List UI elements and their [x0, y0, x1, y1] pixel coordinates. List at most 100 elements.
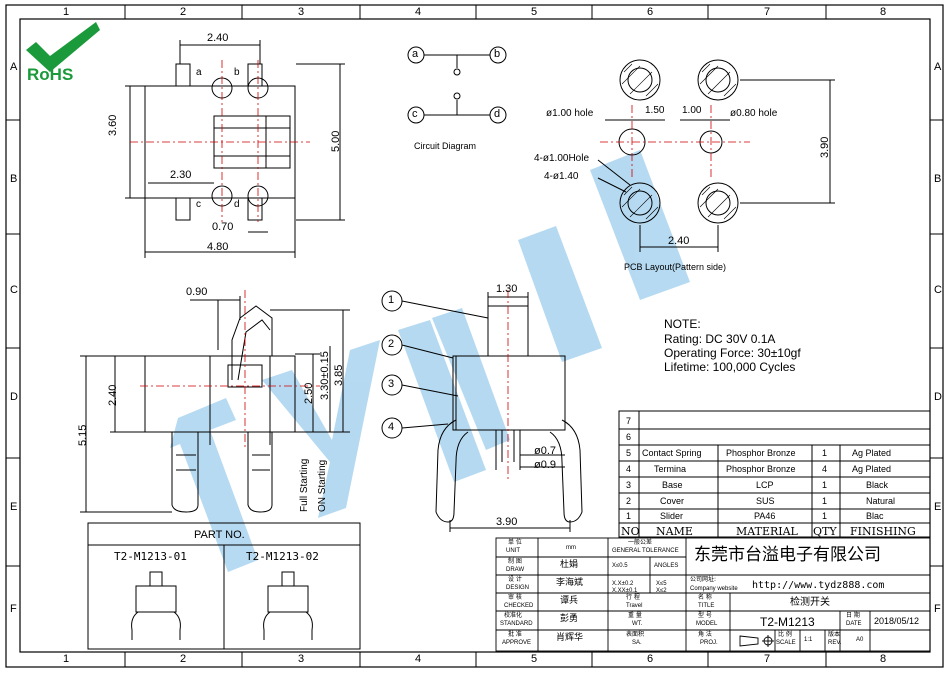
tb-sa-label: 表面积 [626, 631, 645, 638]
tb-rev-label: 版本 [828, 631, 841, 638]
circuit-pin-c: c [412, 108, 418, 120]
row-label-f-right: F [934, 603, 941, 615]
tb-approve-label: 批 准 [508, 631, 522, 638]
tb-ang-label: ANGLES [654, 563, 679, 569]
bom-no-4: 4 [626, 464, 632, 474]
side-dim-250: 2.50 [303, 382, 315, 404]
pcb-dim-100: 1.00 [682, 105, 702, 116]
bom-no-5: 5 [626, 448, 632, 458]
side-view-centerlines [140, 290, 320, 450]
bom-no-6: 6 [626, 432, 632, 442]
bom-finish-2: Natural [866, 496, 896, 506]
tb-standard-label: 校准化 [504, 612, 523, 619]
tb-unit-label: 单 位 [508, 539, 522, 546]
bom-material-1: PA46 [754, 511, 776, 521]
tb-gt-label: 一般公差 [628, 539, 653, 546]
tb-web-en: Company website [690, 586, 738, 592]
bom-qty-4: 4 [822, 464, 828, 474]
tb-design-en: DESIGN [506, 585, 530, 591]
col-label-5-bottom: 5 [531, 653, 538, 665]
col-label-6: 6 [647, 6, 654, 18]
side-dim-385: 3.85 [333, 364, 345, 386]
bom-material-2: SUS [756, 496, 775, 506]
tb-date-en: DATE [846, 621, 862, 627]
bom-finish-3: Black [866, 480, 889, 490]
pin-b-label: b [234, 67, 240, 78]
on-starting-label: ON Starting [317, 459, 328, 512]
dim-top-500: 5.00 [330, 130, 342, 152]
bom-qty-1: 1 [822, 511, 828, 521]
tb-travel-en: Travel [626, 603, 643, 609]
tb-checked-val: 谭兵 [560, 596, 579, 606]
tb-rev-val: A0 [856, 637, 864, 643]
circuit-pin-b: b [494, 48, 501, 60]
bom-name-3: Base [662, 480, 683, 490]
part-no-02: T2-M1213-02 [246, 550, 319, 563]
bom-name-4: Termina [654, 464, 687, 474]
full-starting-label: Full Starting [299, 458, 310, 512]
bom-name-5: Contact Spring [642, 448, 702, 458]
tb-standard-val: 彭勇 [560, 614, 579, 624]
tb-standard-en: STANDARD [500, 621, 533, 627]
tb-tol1: X≤0.5 [612, 563, 628, 569]
dim-top-070: 0.70 [212, 221, 234, 233]
col-label-2: 2 [180, 6, 187, 18]
bom-header-name: NAME [656, 525, 693, 538]
tb-unit-val: mm [566, 545, 576, 551]
dim-top-360: 3.60 [107, 114, 119, 136]
tb-web: http://www.tydz888.com [752, 580, 885, 591]
tb-approve-val: 肖辉华 [556, 633, 584, 643]
pcb-dim-390: 3.90 [819, 136, 831, 158]
rohs-logo-text: RoHS [27, 65, 74, 84]
rohs-check-icon [26, 22, 100, 72]
bom-name-2: Cover [660, 496, 685, 506]
bom-finish-4: Ag Plated [852, 464, 892, 474]
front-dim-09: ø0.9 [534, 459, 557, 471]
tb-travel-label: 行 程 [626, 594, 640, 601]
col-label-4: 4 [415, 6, 422, 18]
pcb-dim-150: 1.50 [645, 105, 665, 116]
bom-qty-2: 1 [822, 496, 828, 506]
tb-title-en: TITLE [698, 603, 715, 609]
tb-title-val: 检测开关 [790, 597, 830, 608]
tb-rev-en: REV. [828, 640, 842, 646]
bom-no-7: 7 [626, 416, 632, 426]
pin-c-label: c [196, 199, 201, 210]
front-dim-390: 3.90 [496, 516, 518, 528]
tb-web-label: 公司网址: [690, 576, 717, 583]
pcb-4dia-label: 4-ø1.40 [544, 171, 579, 182]
tb-proj-en: PROJ. [700, 640, 718, 646]
col-label-3: 3 [298, 6, 305, 18]
dim-top-240: 2.40 [207, 32, 229, 44]
bom-qty-3: 1 [822, 480, 828, 490]
top-view-centerlines [130, 60, 310, 222]
bom-no-2: 2 [626, 496, 632, 506]
pcb-layout [597, 59, 835, 252]
bom-finish-1: Blac [866, 511, 884, 521]
tb-draw-en: DRAW [506, 567, 525, 573]
note-force: Operating Force: 30±10gf [664, 346, 801, 360]
bom-material-3: LCP [756, 480, 774, 490]
row-label-d: D [10, 391, 18, 403]
circuit-pin-a: a [412, 48, 419, 60]
row-label-f: F [10, 603, 17, 615]
col-label-3-bottom: 3 [298, 653, 305, 665]
tb-scale-label: 比 例 [778, 631, 792, 638]
col-label-1-bottom: 1 [63, 653, 70, 665]
row-label-e: E [10, 501, 18, 513]
row-label-a: A [10, 61, 18, 73]
bom-header-material: MATERIAL [736, 525, 798, 538]
tb-ang2: X≤2 [656, 588, 667, 594]
pin-a-label: a [196, 67, 202, 78]
pcb-dim-240: 2.40 [668, 235, 690, 247]
row-label-c: C [10, 284, 18, 296]
circuit-diagram [407, 46, 507, 124]
tb-design-label: 设 计 [508, 576, 522, 583]
pcb-4hole-label: 4-ø1.00Hole [534, 153, 590, 164]
callout-1: 1 [388, 294, 395, 306]
side-dim-240: 2.40 [107, 384, 119, 406]
part-no-01: T2-M1213-01 [114, 550, 187, 563]
side-dim-330: 3.30±0.15 [319, 351, 331, 400]
tb-company: 东莞市台溢电子有限公司 [694, 545, 881, 565]
bom-table-grid [618, 410, 931, 538]
